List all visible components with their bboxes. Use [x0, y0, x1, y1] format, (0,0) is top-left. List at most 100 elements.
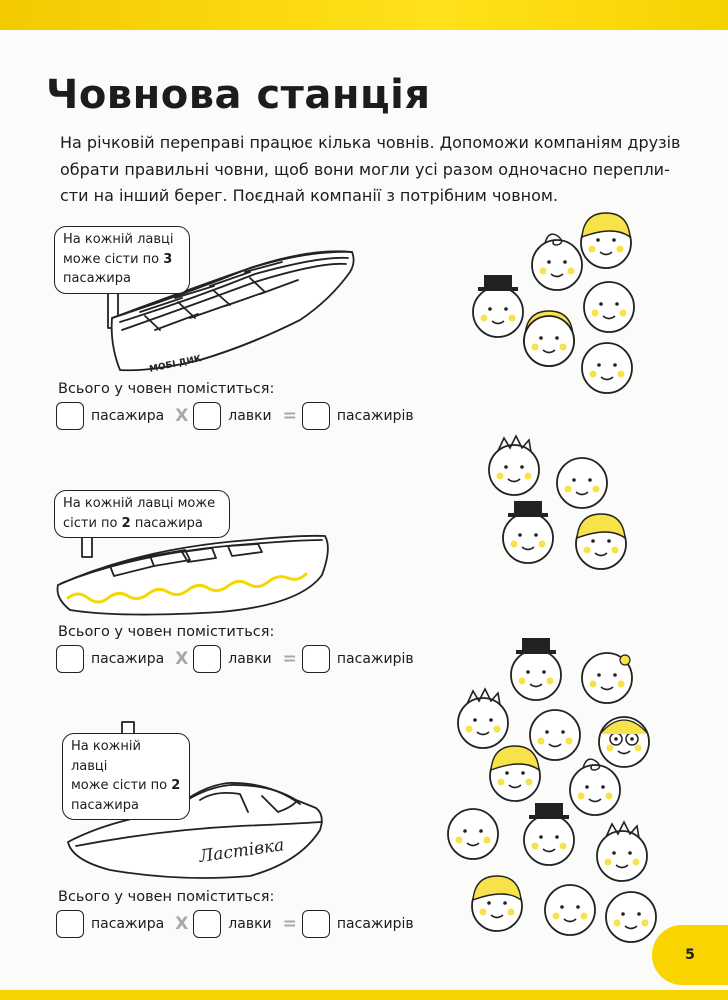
face-feature	[599, 302, 603, 306]
sign-text: пасажира	[63, 271, 131, 286]
face-groups	[447, 212, 657, 943]
face-feature	[621, 912, 625, 916]
equals-sign: =	[282, 406, 297, 426]
face-icon	[457, 687, 509, 749]
sign-number: 2	[171, 778, 181, 793]
face-feature	[624, 925, 638, 930]
face-feature	[503, 901, 507, 905]
benches-answer-box[interactable]	[193, 910, 222, 938]
face-feature	[613, 363, 617, 367]
passengers-per-bench-answer-box[interactable]	[56, 402, 84, 430]
face-feature	[576, 513, 626, 540]
face-feature	[591, 539, 595, 543]
face-icon	[581, 342, 633, 394]
total-answer-box[interactable]	[301, 402, 330, 430]
face-feature	[572, 478, 576, 482]
face-feature	[607, 539, 611, 543]
passengers-per-bench-answer-box[interactable]	[56, 645, 84, 673]
face-feature	[567, 267, 575, 275]
face-feature	[542, 349, 556, 354]
face-feature	[619, 654, 631, 666]
face-feature	[525, 778, 533, 786]
face-feature	[604, 858, 612, 866]
face-feature	[588, 478, 592, 482]
equation-row-3: пасажира X лавки = пасажирів	[56, 908, 420, 940]
face-feature	[521, 771, 525, 775]
sign-number: 3	[163, 251, 173, 267]
face-feature	[489, 718, 493, 722]
face-feature	[529, 683, 543, 688]
group-3[interactable]	[447, 638, 657, 943]
benches-word: лавки	[228, 408, 272, 424]
face-feature	[544, 233, 563, 246]
face-icon	[489, 745, 541, 802]
face-icon	[502, 501, 554, 564]
face-feature	[630, 737, 634, 741]
face-feature	[487, 901, 491, 905]
face-feature	[555, 336, 559, 340]
face-feature	[619, 309, 627, 317]
top-yellow-band	[0, 0, 728, 30]
face-feature	[547, 260, 551, 264]
sign-boat-2: На кожній лавці може сісти по 2 пасажира	[54, 490, 230, 538]
face-feature	[611, 546, 619, 554]
equals-sign: =	[282, 649, 297, 669]
face-feature	[539, 336, 543, 340]
face-feature	[614, 737, 618, 741]
face-feature	[589, 680, 597, 688]
face-feature	[563, 260, 567, 264]
face-feature	[490, 914, 504, 919]
total-label: Всього у човен поміститься:	[58, 624, 275, 640]
face-icon	[544, 884, 596, 936]
face-feature	[508, 314, 516, 322]
intro-line: На річковій переправі працює кілька човн…	[60, 133, 681, 152]
multiply-sign: X	[175, 649, 189, 669]
face-feature	[617, 680, 625, 688]
face-feature	[493, 725, 501, 733]
passengers-per-bench-answer-box[interactable]	[56, 910, 84, 938]
group-2[interactable]	[488, 434, 627, 570]
face-feature	[637, 912, 641, 916]
face-feature	[589, 370, 597, 378]
face-feature	[480, 314, 488, 322]
face-feature	[507, 478, 521, 483]
face-feature	[628, 851, 632, 855]
face-feature	[599, 719, 649, 735]
face-feature	[546, 677, 554, 685]
equation-row-2: пасажира X лавки = пасажирів	[56, 643, 420, 675]
face-feature	[496, 472, 504, 480]
face-icon	[575, 513, 627, 570]
face-feature	[617, 370, 625, 378]
passengers-word: пасажира	[91, 408, 165, 424]
face-feature	[613, 919, 621, 927]
face-feature	[583, 546, 591, 554]
face-feature	[518, 533, 522, 537]
face-feature	[545, 730, 549, 734]
benches-answer-box[interactable]	[193, 645, 222, 673]
face-feature	[538, 540, 546, 548]
face-icon	[529, 709, 581, 761]
face-feature	[504, 307, 508, 311]
total-answer-box[interactable]	[301, 910, 330, 938]
face-feature	[585, 785, 589, 789]
face-feature	[535, 803, 563, 817]
group-1[interactable]	[472, 212, 635, 394]
face-feature	[504, 465, 508, 469]
face-feature	[561, 730, 565, 734]
face-feature	[580, 912, 588, 920]
benches-word: лавки	[228, 651, 272, 667]
total-answer-box[interactable]	[301, 645, 330, 673]
face-icon	[510, 638, 562, 701]
face-feature	[483, 836, 491, 844]
sign-text: може сісти по	[63, 251, 160, 267]
face-feature	[488, 307, 492, 311]
face-icon	[581, 652, 633, 704]
face-feature	[563, 918, 577, 923]
benches-answer-box[interactable]	[193, 402, 222, 430]
face-feature	[565, 737, 573, 745]
face-feature	[466, 842, 480, 847]
face-feature	[524, 472, 532, 480]
face-feature	[582, 758, 601, 771]
face-feature	[577, 792, 585, 800]
result-word: пасажирів	[336, 651, 414, 667]
